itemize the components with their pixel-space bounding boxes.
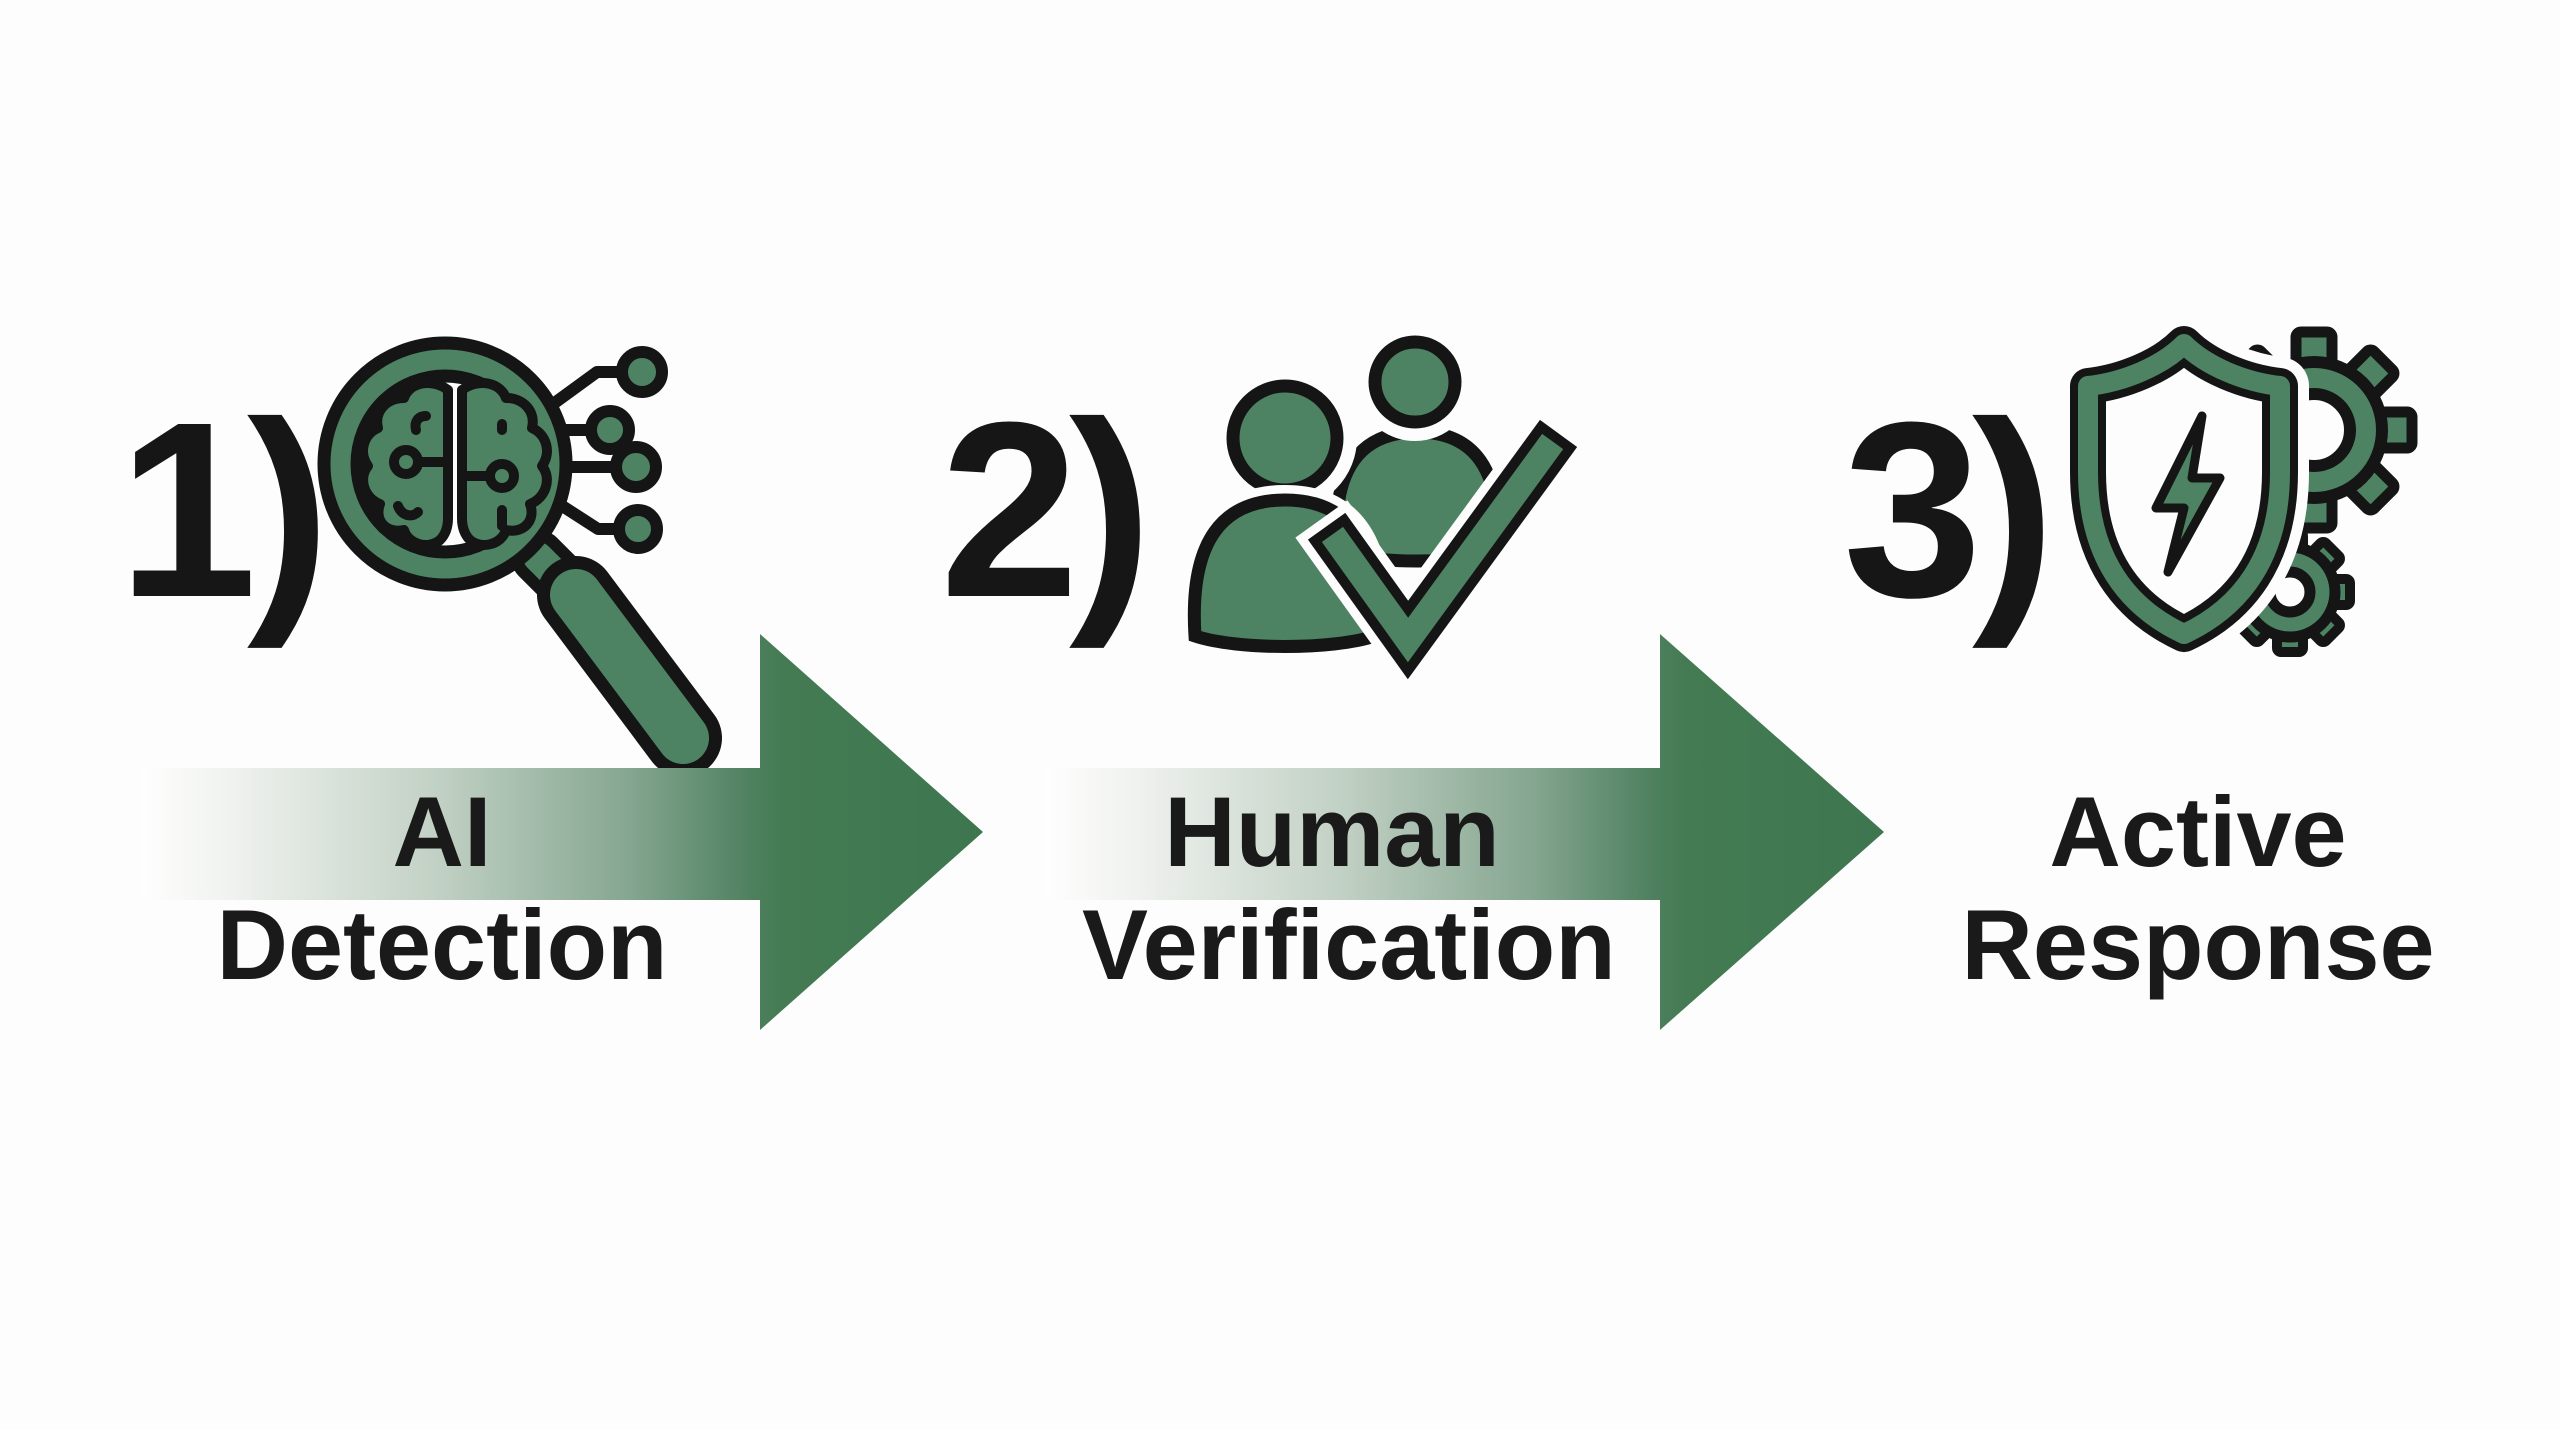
step-2-label-line2: Verification	[1082, 889, 1616, 1000]
brain-glyph	[358, 378, 552, 550]
step-2-label: Human Verification	[1082, 775, 1616, 1001]
step-3-label-line2: Response	[1961, 889, 2435, 1000]
shield-lightning-gears-icon	[2059, 315, 2418, 663]
lightning-bolt	[2151, 411, 2225, 577]
person-back-head	[1368, 335, 1462, 429]
step-1-number: 1)	[118, 370, 330, 649]
step-3-label-line1: Active	[2049, 776, 2347, 887]
step-2-label-line1: Human	[1164, 776, 1500, 887]
arrow-step2-to-step3	[1045, 634, 1884, 1030]
checkmark	[1295, 407, 1590, 695]
step-2-number: 2)	[940, 370, 1152, 649]
magnifier-handle	[511, 530, 722, 777]
step-1-label-line1: AI	[392, 776, 492, 887]
step-1-label: AI Detection	[192, 775, 692, 1001]
people-checkmark-icon	[1179, 323, 1590, 695]
person-front-head	[1226, 379, 1344, 497]
step-3-number: 3)	[1843, 370, 2055, 649]
step-1-label-line2: Detection	[216, 889, 668, 1000]
circuit-nodes	[585, 346, 668, 554]
brain-magnifier-circuit-icon	[317, 336, 722, 777]
arrow-step1-to-step2	[140, 634, 983, 1030]
step-3-label: Active Response	[1948, 775, 2448, 1001]
